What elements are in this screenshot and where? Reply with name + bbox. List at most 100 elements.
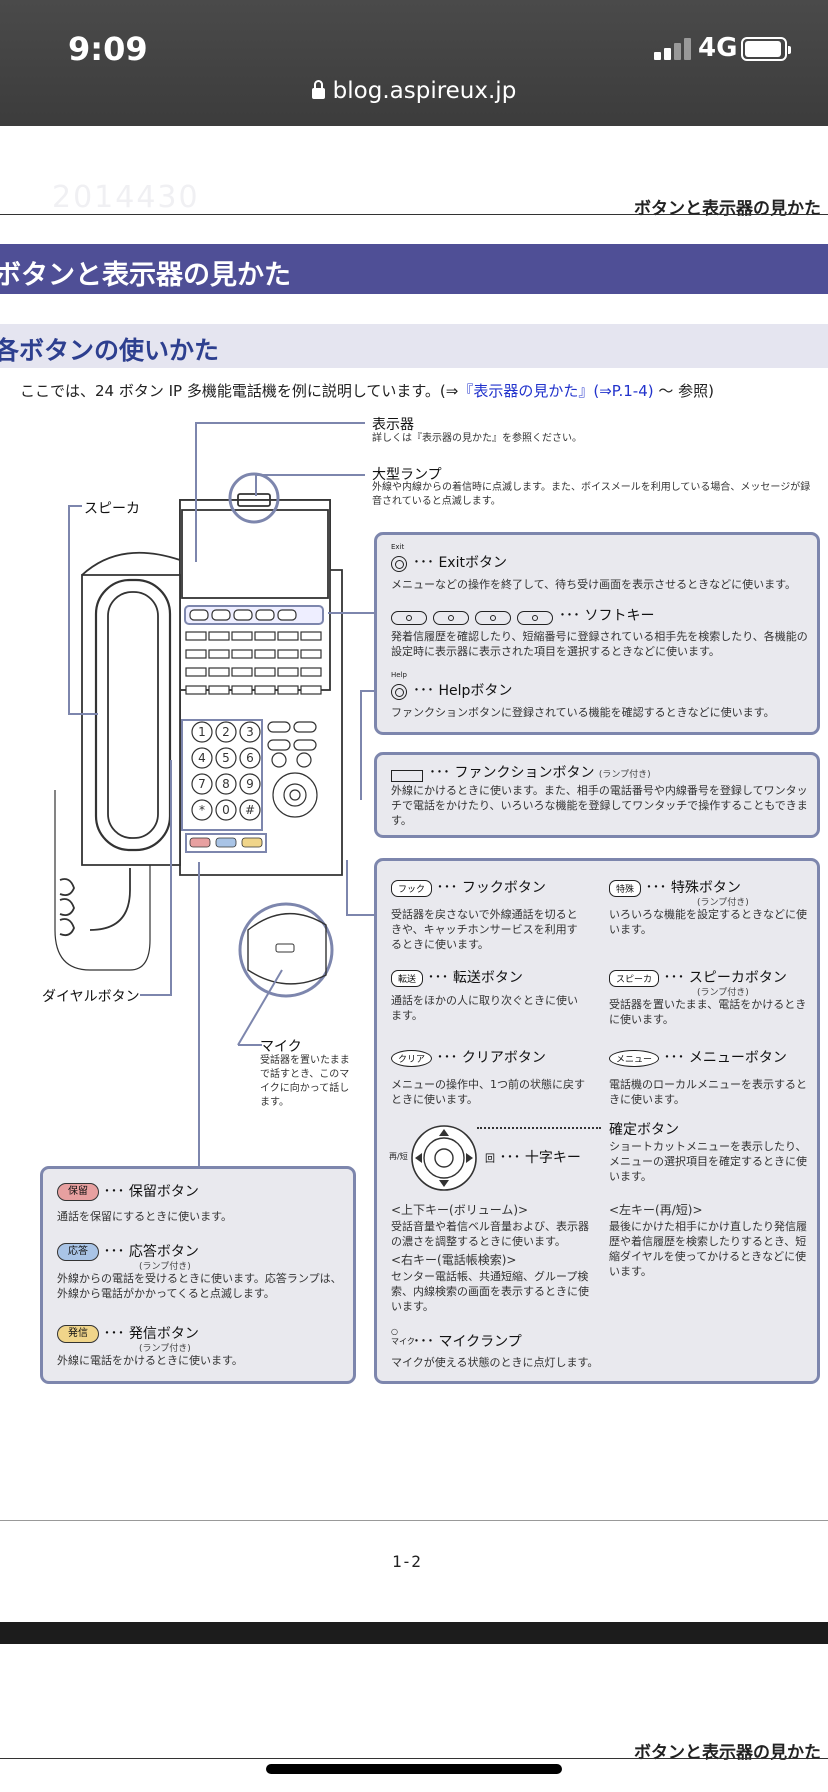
url-text: blog.aspireux.jp — [332, 78, 517, 104]
cross-left-label: 再/短 — [389, 1152, 408, 1161]
lamp-title: 大型ランプ — [372, 467, 442, 483]
function-key — [208, 685, 230, 695]
cross-key-icon — [411, 1125, 477, 1191]
dial-key — [191, 799, 213, 821]
function-key — [300, 685, 322, 695]
dial-key — [215, 799, 237, 821]
section-title: 各ボタンの使いかた — [0, 324, 828, 368]
box-keys: フック ･･･ フックボタン 受話器を戻さないで外線通話を切るときや、キャッチホ… — [374, 858, 820, 1384]
box-exit-soft-help: Exit ･･･ Exitボタン メニューなどの操作を終了して、待ち受け画面を表… — [374, 532, 820, 735]
dial-key — [191, 773, 213, 795]
answer-note: (ランプ付き) — [139, 1262, 191, 1272]
dial-key-label: # — [245, 803, 255, 817]
function-key — [231, 649, 253, 659]
function-key — [254, 631, 276, 641]
updown-title: <上下キー(ボリューム)> — [391, 1203, 529, 1217]
footer-rule — [0, 1520, 828, 1521]
dial-key — [239, 799, 261, 821]
function-key — [231, 685, 253, 695]
softkey-icons — [391, 607, 559, 626]
speaker-label: スピーカ — [84, 501, 140, 517]
exit-title: ･･･ Exitボタン — [413, 555, 507, 571]
left-key-title: <左キー(再/短)> — [609, 1203, 703, 1217]
network-type: 4G — [698, 33, 738, 63]
dial-key — [239, 773, 261, 795]
function-key — [208, 667, 230, 677]
help-title: ･･･ Helpボタン — [413, 683, 513, 699]
function-key — [185, 685, 207, 695]
function-key — [254, 667, 276, 677]
box-hold-answer-call: 保留 ･･･ 保留ボタン 通話を保留にするときに使います。 応答 ･･･ 応答ボ… — [40, 1166, 356, 1384]
confirm-title: 確定ボタン — [609, 1122, 679, 1138]
signal-icon — [654, 38, 692, 60]
dial-buttons-label: ダイヤルボタン — [42, 989, 140, 1005]
exit-icon-label: Exit — [391, 543, 405, 551]
help-desc: ファンクションボタンに登録されている機能を確認するときなどに使います。 — [391, 706, 775, 719]
function-key — [300, 631, 322, 641]
function-key — [277, 649, 299, 659]
function-key — [277, 667, 299, 677]
page-separator — [0, 1622, 828, 1644]
page-number: 1-2 — [392, 1552, 421, 1571]
battery-icon — [741, 37, 791, 61]
intro-link[interactable]: 『表示器の見かた』(⇒P.1-4) — [458, 382, 654, 400]
hold-title: 保留 ･･･ 保留ボタン — [57, 1181, 199, 1201]
call-desc: 外線に電話をかけるときに使います。 — [57, 1354, 243, 1367]
function-key — [300, 649, 322, 659]
call-title: 発信 ･･･ 発信ボタン — [57, 1323, 199, 1343]
help-icon-label: Help — [391, 671, 407, 679]
address-bar[interactable]: blog.aspireux.jp — [0, 78, 828, 104]
speaker-button-desc: 受話器を置いたまま、電話をかけるときに使います。 — [609, 998, 807, 1026]
right-key-title: <右キー(電話帳検索)> — [391, 1253, 517, 1267]
function-desc: 外線にかけるときに使います。また、相手の電話番号や内線番号を登録してワンタッチで… — [391, 784, 808, 827]
function-key — [277, 685, 299, 695]
special-title: 特殊 ･･･ 特殊ボタン — [609, 877, 741, 897]
function-key — [300, 667, 322, 677]
header-rule-next — [0, 1758, 828, 1759]
speaker-note: (ランプ付き) — [697, 988, 749, 998]
clear-title: クリア ･･･ クリアボタン — [391, 1047, 546, 1067]
cross-title: 回 ･･･ 十字キー — [485, 1150, 581, 1166]
answer-title: 応答 ･･･ 応答ボタン — [57, 1241, 199, 1261]
running-header: ボタンと表示器の見かた — [634, 199, 821, 219]
transfer-desc: 通話をほかの人に取り次ぐときに使います。 — [391, 994, 578, 1022]
function-key — [254, 685, 276, 695]
function-key — [231, 631, 253, 641]
dial-key-label: 6 — [246, 751, 254, 765]
mic-title: マイク — [260, 1039, 302, 1055]
running-header-next: ボタンと表示器の見かた — [634, 1743, 821, 1763]
lock-icon — [311, 80, 325, 99]
home-indicator[interactable] — [266, 1764, 562, 1774]
function-key — [185, 667, 207, 677]
right-key-desc: センター電話帳、共通短縮、グループ検索、内線検索の画面を表示するときに使います。 — [391, 1270, 589, 1313]
mic-desc: 受話器を置いたままで話すとき、このマイクに向かって話します。 — [260, 1055, 350, 1108]
menu-desc: 電話機のローカルメニューを表示するときに使います。 — [609, 1078, 807, 1106]
dial-key-label: 5 — [222, 751, 230, 765]
help-button-icon — [391, 681, 407, 700]
left-key-desc: 最後にかけた相手にかけ直したり発信履歴や着信履歴を検索したりするとき、短縮ダイヤ… — [609, 1220, 807, 1278]
dial-key-label: 4 — [198, 751, 206, 765]
updown-desc: 受話音量や着信ベル音量および、表示器の濃さを調整するときに使います。 — [391, 1220, 589, 1248]
dial-key-label: 7 — [198, 777, 206, 791]
function-buttons — [184, 605, 324, 625]
special-note: (ランプ付き) — [697, 898, 749, 908]
dial-key — [215, 721, 237, 743]
function-key — [185, 649, 207, 659]
speaker-button-title: スピーカ ･･･ スピーカボタン — [609, 967, 787, 987]
function-key — [231, 667, 253, 677]
display-title: 表示器 — [372, 417, 414, 433]
transfer-title: 転送 ･･･ 転送ボタン — [391, 967, 523, 987]
dial-key-label: 3 — [246, 725, 254, 739]
dial-key-label: 0 — [222, 803, 230, 817]
call-note: (ランプ付き) — [139, 1344, 191, 1354]
dial-key — [191, 747, 213, 769]
hold-desc: 通話を保留にするときに使います。 — [57, 1210, 233, 1223]
answer-desc: 外線からの電話を受けるときに使います。応答ランプは、外線から電話がかかってくると… — [57, 1272, 342, 1300]
display-desc: 詳しくは『表示器の見かた』を参照ください。 — [372, 433, 582, 444]
miclamp-title: ･･･ マイクランプ — [413, 1334, 522, 1350]
dial-key-label: 9 — [246, 777, 254, 791]
special-desc: いろいろな機能を設定するときなどに使います。 — [609, 908, 807, 936]
function-key — [185, 631, 207, 641]
hook-desc: 受話器を戻さないで外線通話を切るときや、キャッチホンサービスを利用するときに使い… — [391, 908, 578, 951]
